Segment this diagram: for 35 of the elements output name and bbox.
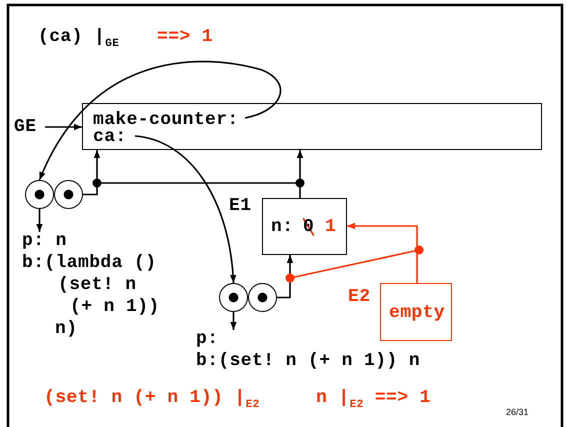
body-text: (set! n (58, 276, 136, 294)
arrow (45, 124, 82, 130)
arrow (347, 222, 418, 283)
new-value: 1 (325, 218, 336, 236)
body-text: n) (55, 320, 78, 338)
frame-box (82, 103, 542, 150)
environment-label: E2 (348, 288, 370, 306)
binding-name: make-counter: (93, 111, 239, 129)
parameter-text: p: (196, 330, 218, 348)
binding-name: n: (271, 218, 294, 236)
parameter-text: p: n (22, 232, 67, 250)
result-text: ==> 1 (157, 28, 214, 46)
connector-line (92, 178, 304, 188)
frame-text: empty (389, 304, 446, 322)
arrow (296, 150, 304, 198)
body-text: b:(lambda () (22, 254, 156, 272)
title: (ca) |$_{GE}$ (38, 28, 120, 52)
arrow (38, 60, 282, 180)
arrow (134, 135, 236, 284)
result-text: n |$_{E2}$ ==> 1 (316, 389, 431, 413)
connector-line (286, 246, 424, 282)
procedure-circle (25, 180, 54, 209)
page-number: 26/31 (506, 406, 529, 419)
procedure-circle (219, 283, 248, 312)
expression-text: (set! n (+ n 1)) |$_{E2}$ (44, 389, 260, 413)
procedure-circle (248, 283, 277, 312)
procedure-circle (54, 180, 83, 209)
binding-name: ca: (93, 128, 127, 146)
body-text: b:(set! n (+ n 1)) n (196, 352, 420, 370)
arrow (230, 312, 237, 330)
arrow (36, 209, 43, 232)
body-text: (+ n 1)) (70, 298, 160, 316)
environment-label: GE (14, 118, 36, 136)
environment-label: E1 (229, 197, 252, 215)
arrow (83, 150, 100, 196)
